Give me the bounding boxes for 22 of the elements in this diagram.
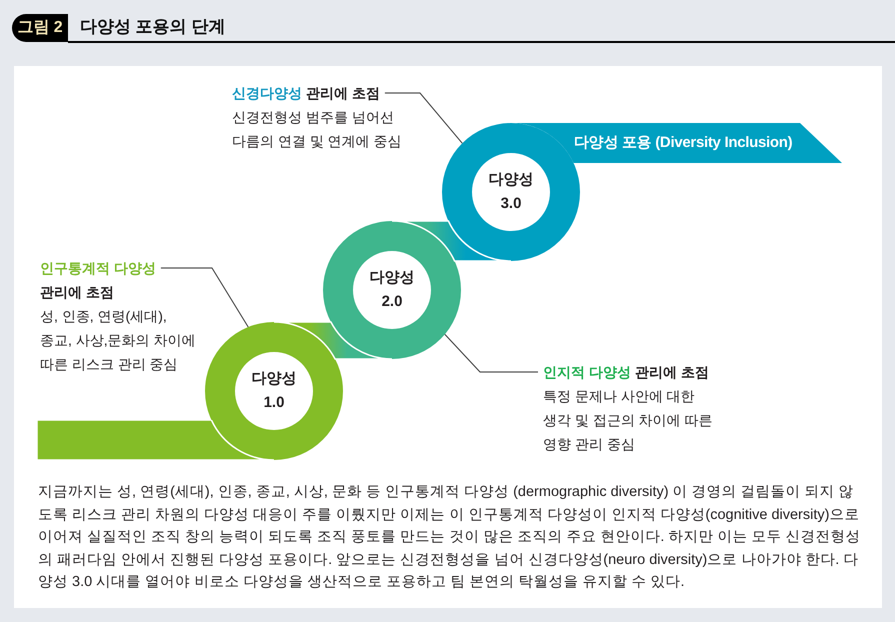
connector-band [273,321,393,360]
annotation-keyword: 인구통계적 다양성 [40,259,156,278]
banner-title: 다양성 포용 (Diversity Inclusion) [574,132,792,153]
figure-number-tag: 그림 2 [12,14,68,42]
annotation-heading: 관리에 초점 [306,84,380,103]
figure-title: 다양성 포용의 단계 [80,16,226,38]
annotation-text: 특정 문제나 사안에 대한 생각 및 접근의 차이에 따른 영향 관리 중심 [543,387,714,454]
connector-band [391,220,512,262]
annotation-keyword: 신경다양성 [232,84,302,103]
annotation-heading: 관리에 초점 [634,363,709,382]
ribbon-bar [37,420,274,460]
leader-line [444,334,538,372]
leader-line [160,268,249,328]
ring-label: 다양성 2.0 [368,268,416,312]
annotation-keyword: 인지적 다양성 [543,363,631,382]
annotation-text: 신경전형성 범주를 넘어선 다름의 연결 및 연계에 중심 [232,108,403,151]
annotation-heading: 관리에 초점 [40,283,114,302]
leader-line [384,92,463,144]
annotation-text: 성, 인종, 연령(세대), 종교, 사상,문화의 차이에 따른 리스크 관리 중심 [40,307,197,374]
caption-paragraph: 지금까지는 성, 연령(세대), 인종, 종교, 시상, 문화 등 인구통계적 다양성 (dermographic diversity) 이 경영의 걸림돌이 되지 않도록 리스크 관리 차원의 다양성 대응이 주를 이뤘지만 이제는 이 인구통계적 다양성이 인지적 다양성(cognitive diversity)으로 이어져 실질적인 조직 창의 능력이 되도록 조직 풍토를 만드는 것이 많은 조직의 주요 현안이다. 하지만 이는 모두 신경전형성의 패러다임 안에서 진행된 다양성 포용이다. 앞으로는 신경전형성을 넘어 신경다양성(neuro diversity)으로 나아가야 한다. 다양성 3.0 시대를 열어야 비로소 다양성을 생산적으로 포용하고 팀 본연의 탁월성을 유지할 수 있다. [38,483,862,592]
ring-label: 다양성 3.0 [488,170,534,214]
ring-label: 다양성 1.0 [250,369,298,413]
